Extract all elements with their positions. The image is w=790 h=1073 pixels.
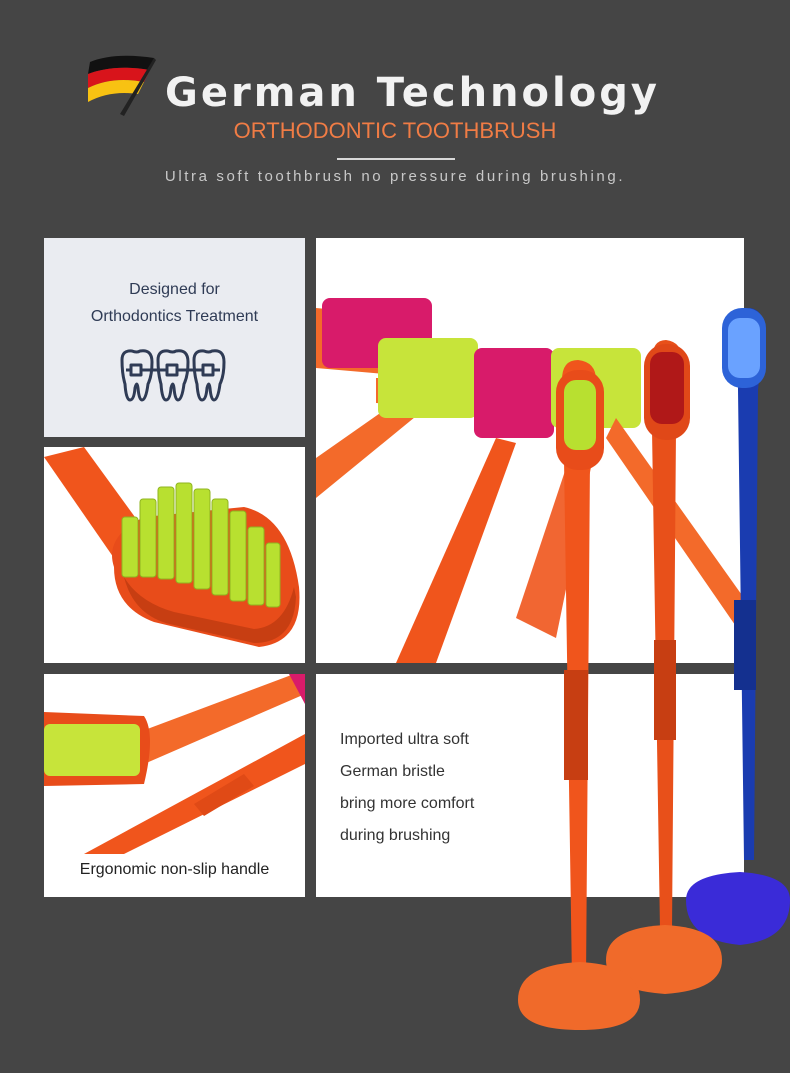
toothbrush-heads-illustration xyxy=(316,298,744,663)
orthodontics-text: Designed for Orthodontics Treatment xyxy=(44,276,305,330)
orthodontics-panel: Designed for Orthodontics Treatment xyxy=(44,238,305,437)
bristle-closeup-photo xyxy=(44,447,305,663)
ergonomic-caption: Ergonomic non-slip handle xyxy=(79,861,270,878)
features-list: Imported ultra soft German bristle bring… xyxy=(340,724,474,852)
title-divider xyxy=(337,158,455,160)
toothbrush-head-illustration xyxy=(44,447,300,647)
orthodontics-line-2: Orthodontics Treatment xyxy=(90,308,259,325)
standing-toothbrushes-illustration xyxy=(518,308,790,1030)
page-subtitle: ORTHODONTIC TOOTHBRUSH xyxy=(233,118,557,143)
orthodontics-line-1: Designed for xyxy=(129,281,220,298)
feature-line-1: Imported ultra soft xyxy=(340,731,469,748)
handle-illustration xyxy=(44,674,305,854)
feature-line-3: bring more comfort xyxy=(340,795,475,812)
feature-line-2: German bristle xyxy=(340,763,445,780)
page-title: German Technology xyxy=(165,70,660,116)
german-flag-icon xyxy=(88,55,156,116)
tagline: Ultra soft toothbrush no pressure during… xyxy=(164,168,626,185)
teeth-braces-icon xyxy=(120,349,226,402)
ergonomic-handle-photo: Ergonomic non-slip handle xyxy=(44,674,305,897)
feature-line-4: during brushing xyxy=(340,827,451,844)
toothbrush-group-photo xyxy=(316,238,744,663)
